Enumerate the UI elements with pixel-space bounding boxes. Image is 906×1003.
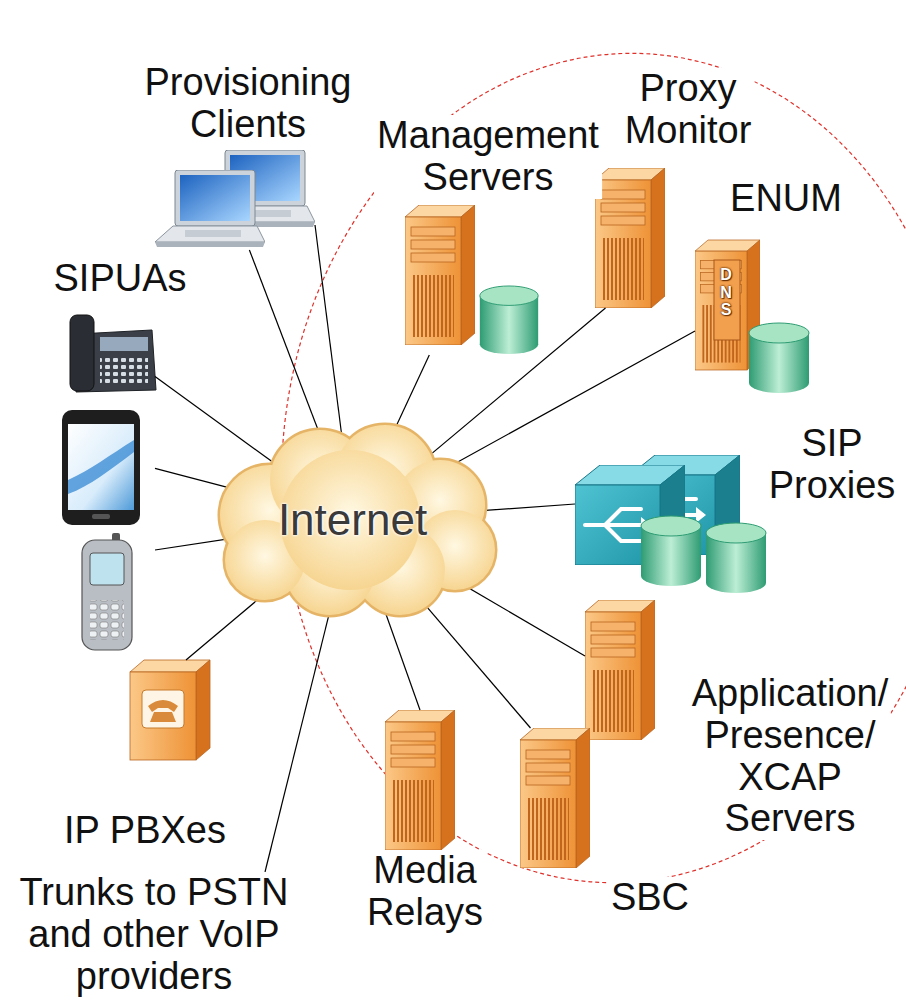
node-label: Management Servers	[374, 115, 602, 199]
label-slot: ENUM	[727, 178, 845, 220]
desk-phone-icon	[70, 315, 156, 392]
node-label: Trunks to PSTN and other VoIP providers	[4, 872, 304, 997]
label-slot: SBC	[608, 877, 692, 919]
server-group: SBC	[520, 728, 590, 868]
node-label: Proxy Monitor	[622, 68, 755, 152]
internet-cloud: Internet	[200, 420, 505, 620]
client-group: Provisioning Clients	[155, 150, 315, 250]
network-link	[422, 308, 606, 462]
server-group: Management Servers	[405, 205, 540, 355]
label-slot: Media Relays	[364, 850, 486, 934]
mobile-phone-icon	[82, 533, 132, 650]
trunk-label-node: Trunks to PSTN and other VoIP providers	[4, 872, 304, 1000]
node-label: IP PBXes	[61, 810, 229, 852]
server-group: ENUM	[695, 235, 810, 395]
laptop-icon	[155, 170, 265, 247]
node-label: SIPUAs	[50, 258, 189, 300]
pbx-group: IP PBXes	[130, 660, 210, 760]
network-link	[265, 591, 335, 872]
server-icon	[405, 205, 475, 345]
server-group: Media Relays	[385, 710, 455, 850]
network-link	[155, 377, 277, 466]
server-group: Application/ Presence/ XCAP Servers	[585, 600, 655, 740]
server-icon	[520, 728, 590, 868]
label-slot: Proxy Monitor	[622, 68, 755, 152]
database-icon	[641, 516, 701, 586]
server-icon	[595, 168, 665, 308]
node-label: Media Relays	[364, 850, 486, 934]
node-label: SIP Proxies	[766, 423, 899, 507]
server-group: Proxy Monitor	[595, 168, 665, 308]
dns-panel	[714, 260, 740, 340]
node-label: SBC	[608, 877, 692, 919]
label-slot: Application/ Presence/ XCAP Servers	[689, 673, 891, 840]
proxy-group: SIP Proxies	[575, 455, 790, 595]
panel-text: DNS	[718, 266, 734, 319]
pbx-icon	[130, 660, 210, 760]
label-slot: SIPUAs	[50, 258, 189, 300]
node-label: Internet	[275, 496, 430, 544]
server-icon	[585, 600, 655, 740]
label-slot: IP PBXes	[61, 810, 229, 852]
smartphone-icon	[62, 410, 140, 525]
network-link	[315, 225, 343, 448]
database-icon	[749, 323, 809, 393]
node-label: Application/ Presence/ XCAP Servers	[689, 673, 891, 840]
phone-group: SIPUAs	[55, 312, 155, 652]
network-link	[439, 331, 695, 472]
label-slot: Management Servers	[374, 115, 602, 199]
node-label: Provisioning Clients	[142, 62, 355, 146]
label-slot: SIP Proxies	[766, 423, 899, 507]
database-icon	[480, 286, 538, 354]
provider-boundary	[254, 30, 906, 905]
database-icon	[706, 523, 766, 593]
network-link	[249, 250, 325, 450]
server-icon	[385, 710, 455, 850]
label-slot: Provisioning Clients	[142, 62, 355, 146]
node-label: ENUM	[727, 178, 845, 220]
